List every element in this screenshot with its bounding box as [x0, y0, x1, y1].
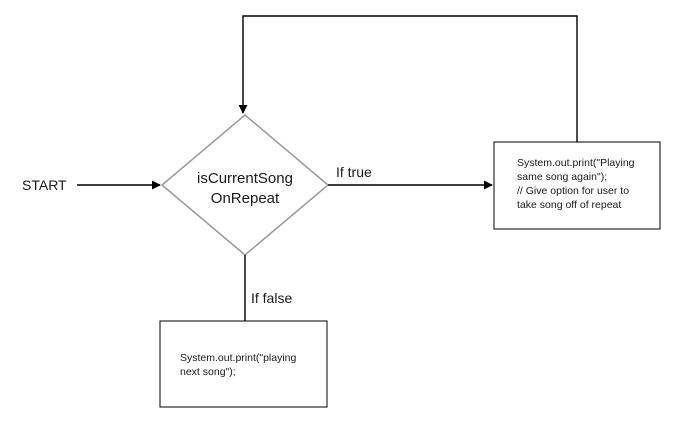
- true-action-text-line3: // Give option for user to: [517, 185, 629, 197]
- if-true-label: If true: [336, 164, 372, 180]
- decision-text-line2: OnRepeat: [211, 190, 280, 207]
- loop-back-arrow: [238, 15, 578, 142]
- false-action-text-line2: next song");: [180, 366, 236, 378]
- false-action-text-line1: System.out.print("playing: [180, 352, 297, 364]
- if-false-label: If false: [251, 290, 292, 306]
- decision-text-line1: isCurrentSong: [197, 170, 293, 187]
- start-label: START: [22, 177, 67, 193]
- false-action-box: [159, 320, 328, 408]
- true-action-text-line1: System.out.print("Playing: [517, 157, 635, 169]
- true-action-box: [493, 141, 661, 230]
- true-action-text-line4: take song off of repeat: [517, 199, 621, 211]
- true-action-text-line2: same song again");: [517, 171, 607, 183]
